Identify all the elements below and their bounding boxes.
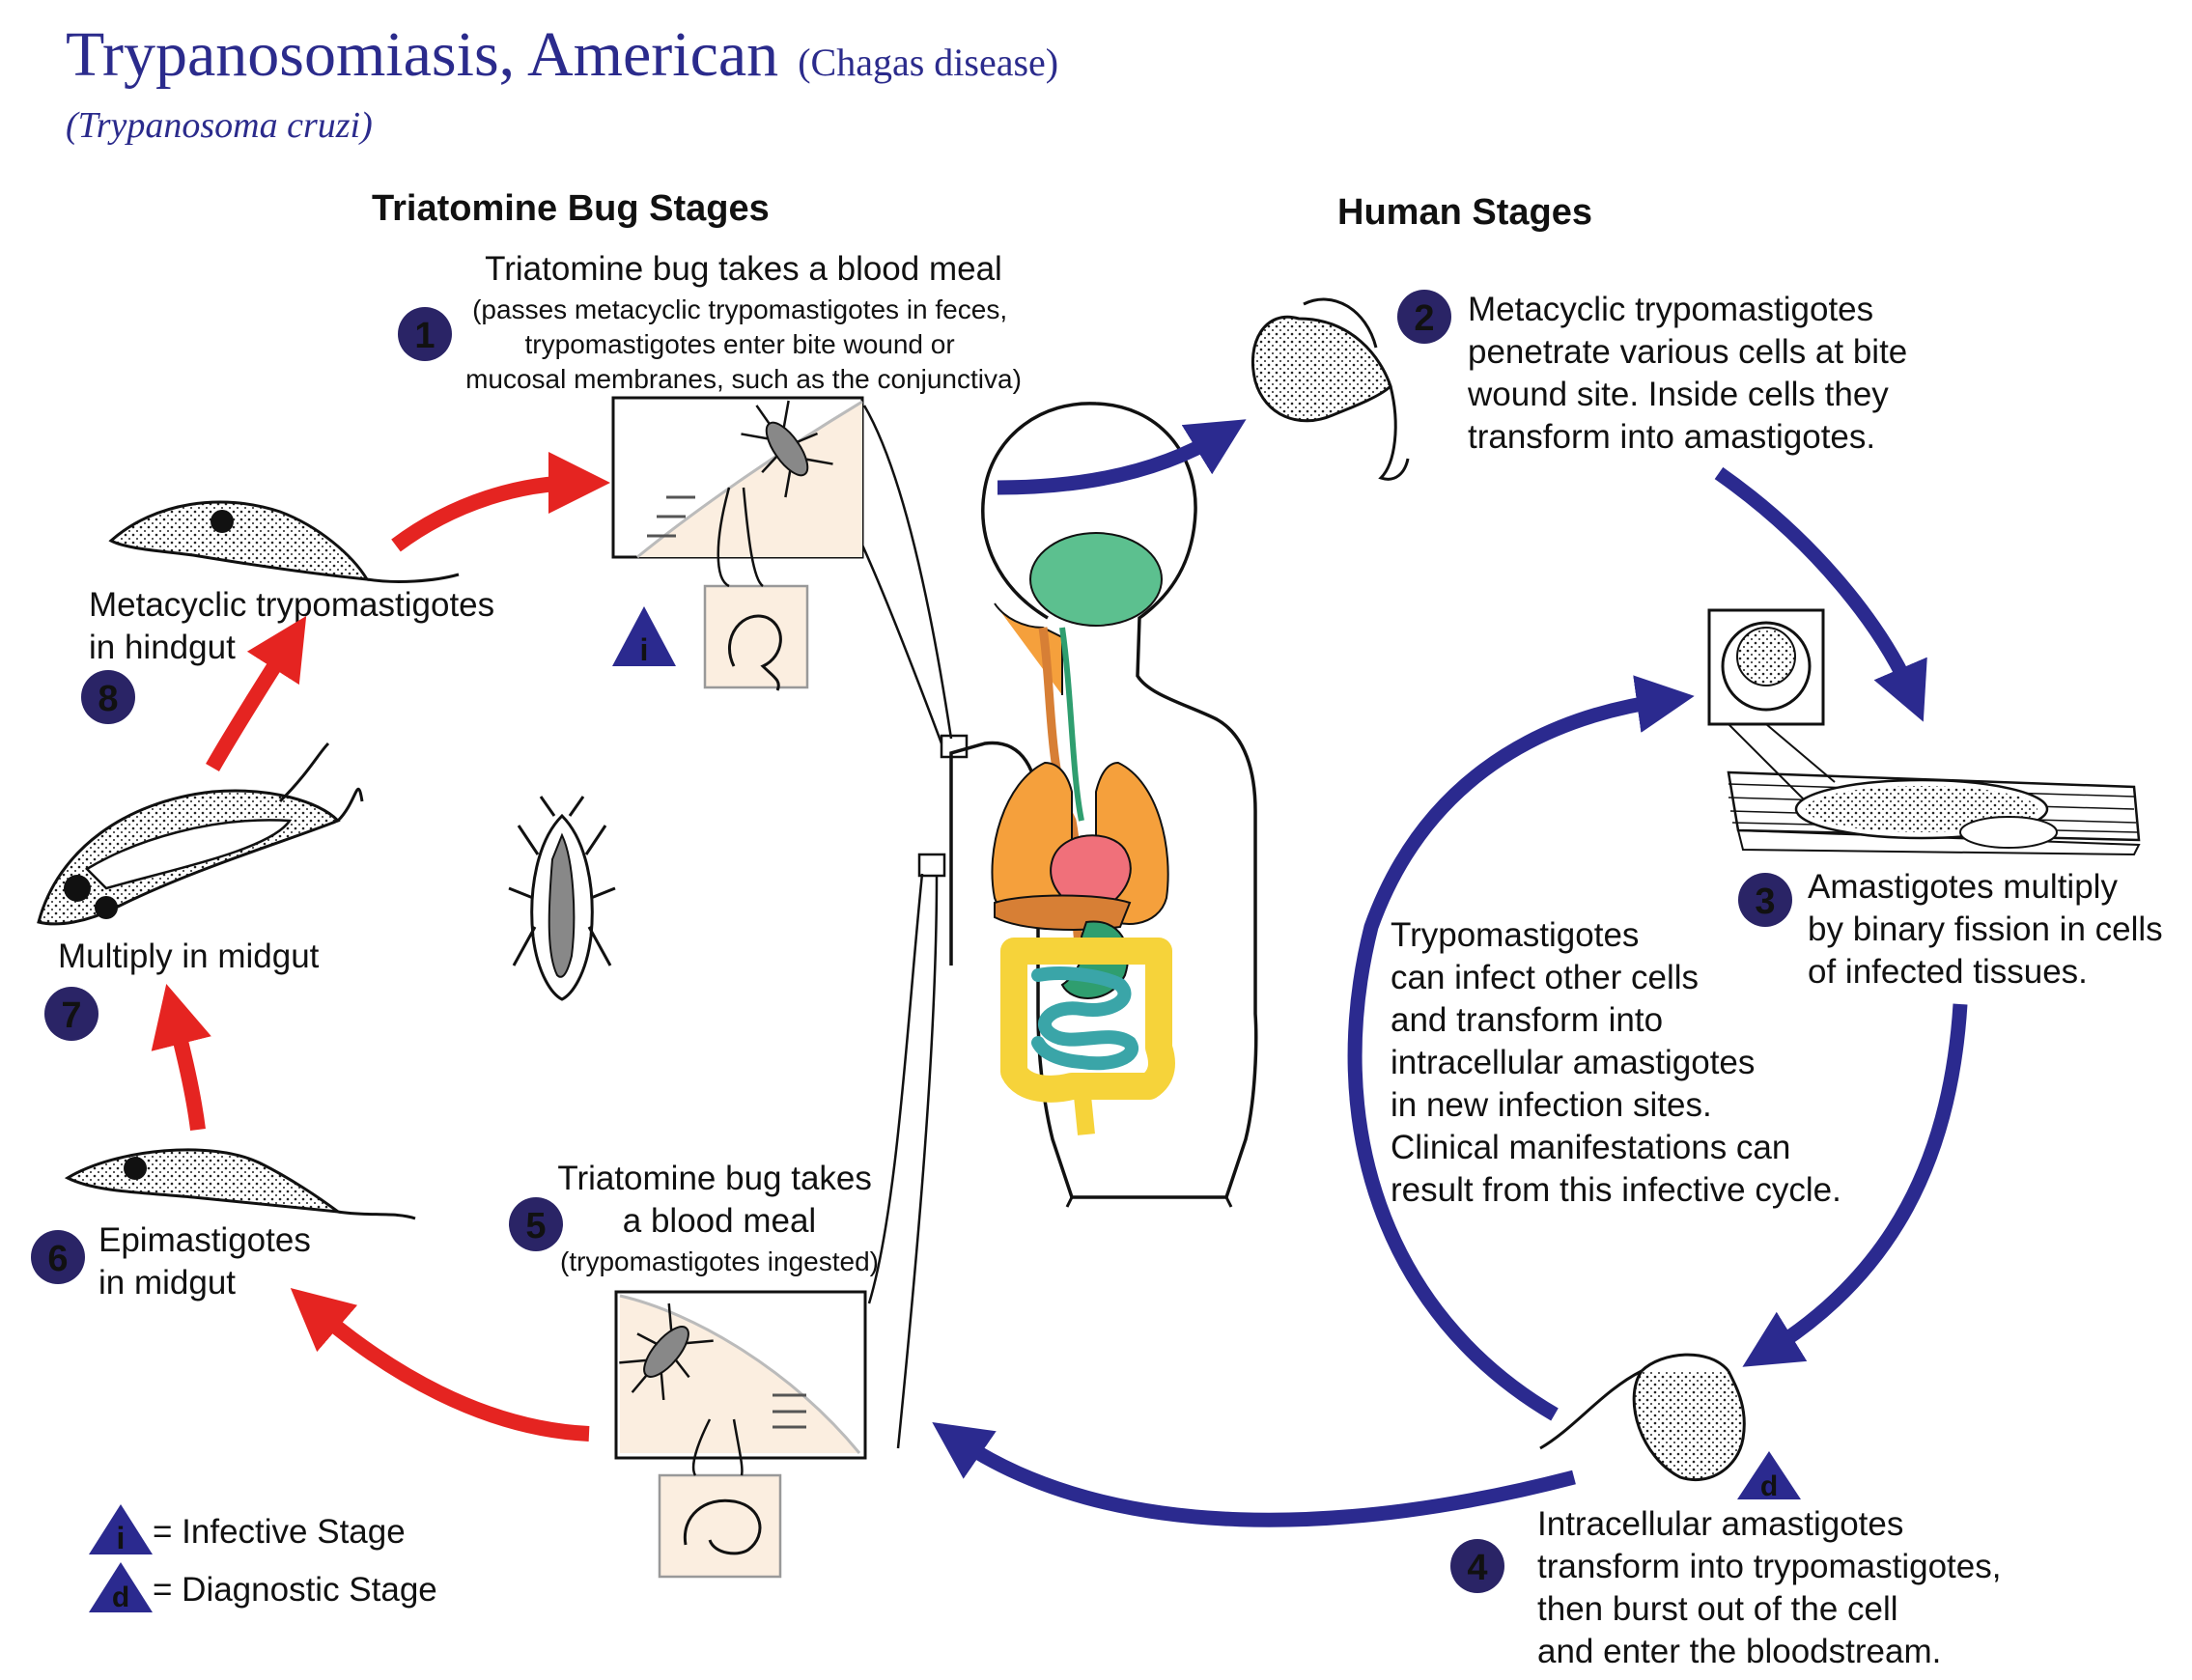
human-figure [804,402,1258,1449]
svg-text:i: i [117,1521,126,1555]
trypomastigote-inset-bottom [658,1473,782,1579]
step-2-text: Metacyclic trypomastigotes penetrate var… [1467,291,1917,456]
legend: i = Infective Stage d = Diagnostic Stage [89,1504,437,1613]
metacyclic-trypomastigote-illustration [1251,297,1410,481]
step-5-text: Triatomine bug takes a blood meal [557,1160,881,1240]
step-8-group: Metacyclic trypomastigotes in hindgut 8 [81,500,504,724]
arrow-6-to-7 [151,983,211,1131]
step-1-badge [398,307,452,361]
arrow-3-to-4 [1742,1003,1968,1367]
legend-infective: i = Infective Stage [89,1504,406,1555]
step-6-group: 6 Epimastigotes in midgut [31,1148,416,1302]
triatomine-bug-illustration [508,796,616,1001]
human-cycle-arrows [932,419,1968,1527]
arrow-infective-cycle [1347,675,1695,1421]
page-subtitle: (Trypanosoma cruzi) [66,105,373,146]
step-3-text: Amastigotes multiply by binary fission i… [1808,868,2172,991]
svg-text:d: d [112,1582,129,1613]
infected-muscle-tissue [1727,770,2141,856]
arrow-4-to-5 [932,1422,1576,1527]
svg-text:7: 7 [61,995,81,1036]
brain-organ [1029,532,1163,627]
step-3-group: 3 Amastigotes multiply by binary fission… [1707,608,2172,991]
step-6-badge [31,1230,85,1284]
step-5-badge [509,1197,563,1251]
svg-text:i: i [640,632,649,667]
bite-site-marker [917,853,946,878]
step-8-badge [81,670,135,724]
section-title-human-stages: Human Stages [1337,192,1592,233]
step-5-group: Triatomine bug takes a blood meal (trypo… [509,1160,881,1579]
bite-site-marker [940,734,969,759]
bug-cycle-arrows [151,452,610,1442]
infective-cycle-note: Trypomastigotes can infect other cells a… [1391,916,1841,1209]
arrow-8-to-1 [391,452,610,552]
step-1-details: (passes metacyclic trypomastigotes in fe… [465,294,1022,394]
svg-text:1: 1 [414,316,435,356]
step-4-badge [1450,1539,1504,1593]
step-6-text: Epimastigotes in midgut [98,1221,321,1302]
hindgut-trypomastigote-illustration [108,500,460,583]
step-3-badge [1738,873,1792,927]
svg-text:8: 8 [98,679,118,719]
svg-text:2: 2 [1414,298,1434,339]
page-title: Trypanosomiasis, American(Chagas disease… [66,19,1058,90]
epimastigote-illustration [64,1148,416,1220]
svg-text:d: d [1760,1470,1778,1502]
step-7-text: Multiply in midgut [58,938,320,975]
step-2-badge [1397,290,1451,344]
svg-text:3: 3 [1755,882,1775,922]
large-intestine-organ [1000,938,1175,1103]
infective-stage-marker: i [612,606,676,667]
svg-text:5: 5 [525,1206,546,1246]
svg-text:6: 6 [47,1239,68,1279]
arrow-1-to-2 [997,419,1247,495]
legend-diagnostic: d = Diagnostic Stage [89,1562,437,1613]
step-1-title: Triatomine bug takes a blood meal [485,250,1002,288]
section-title-bug-stages: Triatomine Bug Stages [372,188,770,229]
step-4-group: d 4 Intracellular amastigotes transform … [1450,1353,2010,1670]
trypomastigote-inset-top [703,584,809,689]
step-5-details: (trypomastigotes ingested) [560,1246,879,1276]
small-intestine-organ [1031,966,1138,1071]
arrow-5-to-6 [290,1288,590,1442]
bloodstream-trypomastigote-illustration [1539,1353,1746,1482]
step-4-text: Intracellular amastigotes transform into… [1537,1505,2010,1670]
triatomine-bug-feeding [741,400,833,498]
diagnostic-stage-marker: d [1737,1451,1801,1502]
step-7-badge [44,987,98,1041]
step-7-group: Multiply in midgut 7 [37,742,364,1041]
dividing-epimastigotes-illustration [37,742,364,926]
arrow-7-to-8 [206,616,307,771]
legend-diagnostic-label: = Diagnostic Stage [153,1571,437,1609]
svg-text:4: 4 [1467,1548,1487,1588]
legend-infective-label: = Infective Stage [153,1513,406,1551]
step-2-group: 2 Metacyclic trypomastigotes penetrate v… [1251,290,1917,481]
triatomine-bug-ingesting [619,1302,714,1401]
step-1-group: Triatomine bug takes a blood meal (passe… [398,250,1022,691]
step-8-text: Metacyclic trypomastigotes in hindgut [89,586,504,666]
arrow-2-to-3 [1714,466,1927,722]
